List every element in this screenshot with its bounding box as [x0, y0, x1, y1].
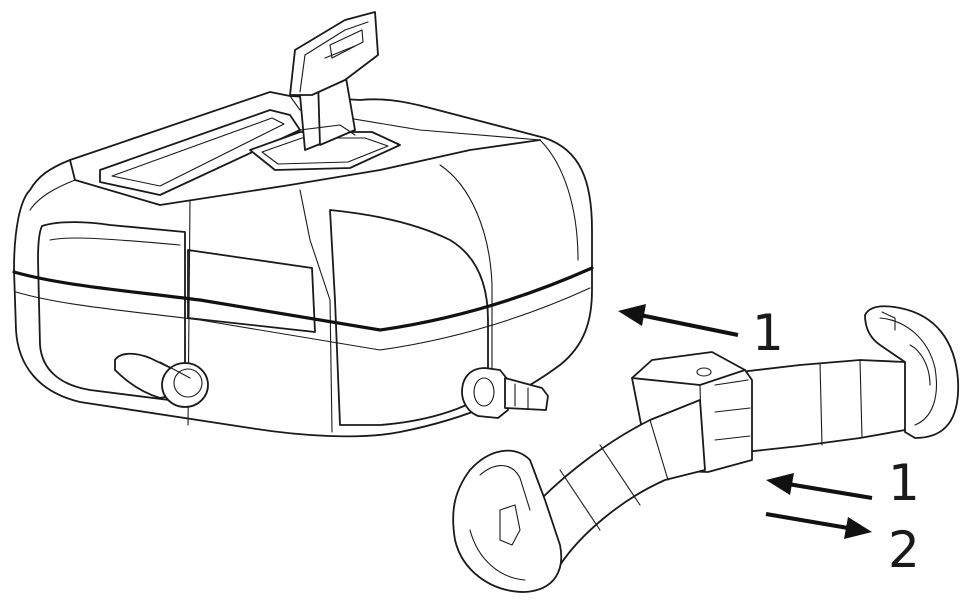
- lever-knob: [114, 352, 209, 408]
- arrow-remove: [765, 512, 872, 539]
- arrow-insert-lower: [766, 473, 873, 500]
- carry-handle: [249, 11, 401, 171]
- callout-label-lower: 2: [888, 521, 920, 579]
- mounting-bracket: [452, 305, 959, 593]
- callout-label-upper: 1: [752, 304, 784, 362]
- arrow-insert-upper: [618, 304, 739, 337]
- callout-label-middle: 1: [888, 454, 920, 512]
- connector-port: [461, 367, 549, 419]
